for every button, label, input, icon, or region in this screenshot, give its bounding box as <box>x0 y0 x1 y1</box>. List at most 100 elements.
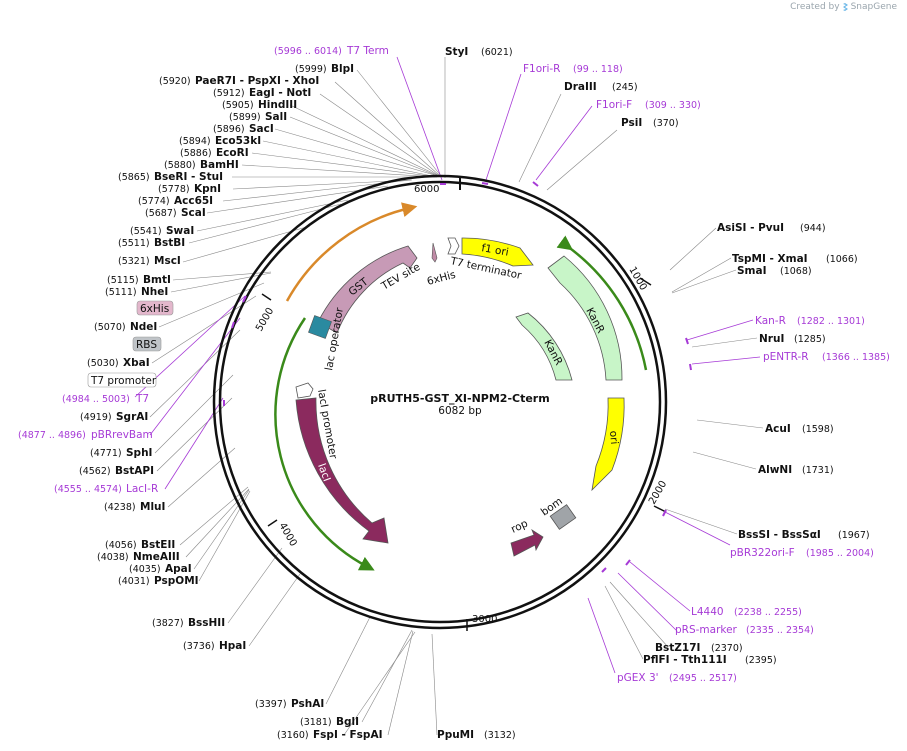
primer-t7: T7 <box>135 393 149 405</box>
site-tspmi-pos: (1066) <box>826 254 858 265</box>
site-styi: StyI <box>445 46 468 58</box>
site-ndei-pos: (5070) <box>94 322 126 333</box>
site-bgli: BglI <box>336 716 359 728</box>
site-nhei-pos: (5111) <box>105 287 137 298</box>
primer-f1ori-f: F1ori-F <box>596 99 632 111</box>
site-hpai: HpaI <box>219 640 246 652</box>
feature-lac-operator <box>308 315 332 339</box>
feature-ori <box>591 397 625 492</box>
green-arc-left <box>274 317 375 571</box>
site-sali-pos: (5899) <box>229 112 261 123</box>
site-draiii-pos: (245) <box>612 82 638 93</box>
feature-f1ori <box>461 237 534 267</box>
site-psii: PsiI <box>621 117 642 129</box>
site-ndei: NdeI <box>130 321 157 333</box>
credit-brand: SnapGene <box>850 2 897 12</box>
site-stui: BseRI - StuI <box>154 171 223 183</box>
feature-label-f1ori: f1 ori <box>480 242 509 259</box>
site-nrui: NruI <box>759 333 784 345</box>
site-bstbi-pos: (5511) <box>118 238 150 249</box>
leader-lines <box>149 57 764 736</box>
site-bsssi-pos: (1967) <box>838 530 870 541</box>
site-bsteii-pos: (4056) <box>105 540 137 551</box>
snapgene-credit: Created by SnapGene <box>790 2 897 12</box>
site-acui-pos: (1598) <box>802 424 834 435</box>
site-bstz17i-pos: (2370) <box>711 643 743 654</box>
primer-t7term-pos: (5996 .. 6014) <box>274 46 342 57</box>
primer-pbrrevbam-pos: (4877 .. 4896) <box>18 430 86 441</box>
site-bmti: BmtI <box>143 274 171 286</box>
primer-pentr-r-pos: (1366 .. 1385) <box>822 352 890 363</box>
site-pspomi-pos: (4031) <box>118 576 150 587</box>
site-alwni: AlwNI <box>758 464 792 476</box>
feature-kanr-inner <box>515 312 573 381</box>
primer-kan-r-pos: (1282 .. 1301) <box>797 316 865 327</box>
site-blpi-pos: (5999) <box>295 64 327 75</box>
boxed-labels: 6xHis RBS T7 promoter <box>87 300 174 388</box>
feature-laci <box>295 397 389 544</box>
feature-t7term <box>447 237 460 255</box>
primer-markers <box>223 181 692 573</box>
box-6xhis <box>136 300 174 316</box>
site-tspmi: TspMI - XmaI <box>732 253 808 265</box>
feature-gst <box>317 245 418 334</box>
site-ecori-pos: (5886) <box>180 148 212 159</box>
feature-bom <box>549 504 577 530</box>
site-kpni-pos: (5778) <box>158 184 190 195</box>
site-bstz17i: BstZ17I <box>655 642 700 654</box>
box-rbs-label: RBS <box>136 339 157 351</box>
site-apai-pos: (4035) <box>129 564 161 575</box>
site-sphi-pos: (4771) <box>90 448 122 459</box>
site-bstbi: BstBI <box>154 237 185 249</box>
site-pflfi-pos: (2395) <box>745 655 777 666</box>
site-kpni: KpnI <box>194 183 221 195</box>
site-swai: SwaI <box>166 225 194 237</box>
site-pspomi: PspOMI <box>154 575 199 587</box>
primer-pbr322ori-f: pBR322ori-F <box>730 547 795 559</box>
site-nmeaiii-pos: (4038) <box>97 552 129 563</box>
outer-arcs <box>274 202 648 571</box>
site-noti-pos: (5912) <box>213 88 245 99</box>
site-acc65i: Acc65I <box>174 195 213 207</box>
site-sphi: SphI <box>126 447 152 459</box>
box-t7promoter-label: T7 promoter <box>90 375 157 387</box>
primer-pbrrevbam: pBRrevBam <box>91 429 153 441</box>
site-eco53ki: Eco53kI <box>215 135 261 147</box>
site-bstapi-pos: (4562) <box>79 466 111 477</box>
plasmid-length: 6082 bp <box>438 405 482 417</box>
primer-prs-marker: pRS-marker <box>675 624 738 636</box>
site-psii-pos: (370) <box>653 118 679 129</box>
site-eco53ki-pos: (5894) <box>179 136 211 147</box>
primer-leader-lines <box>134 56 761 674</box>
site-swai-pos: (5541) <box>130 226 162 237</box>
site-ppumi-pos: (3132) <box>484 730 516 741</box>
site-bsteii: BstEII <box>141 539 175 551</box>
site-styi-pos: (6021) <box>481 47 513 58</box>
site-nhei: NheI <box>141 286 168 298</box>
primer-pbr322ori-f-pos: (1985 .. 2004) <box>806 548 874 559</box>
tick-6000: 6000 <box>414 184 439 195</box>
site-msci-pos: (5321) <box>118 256 150 267</box>
site-apai: ApaI <box>165 563 192 575</box>
feature-rop <box>510 528 544 557</box>
box-t7promoter <box>87 372 157 388</box>
site-bamhi: BamHI <box>200 159 239 171</box>
site-blpi: BlpI <box>331 63 354 75</box>
site-xhoi: PaeR7I - PspXI - XhoI <box>195 75 319 87</box>
site-nmeaiii: NmeAIII <box>133 551 180 563</box>
site-hindiii: HindIII <box>258 99 297 111</box>
site-xhoi-pos: (5920) <box>159 76 191 87</box>
site-draiii: DraIII <box>564 81 597 93</box>
site-hindiii-pos: (5905) <box>222 100 254 111</box>
tick-4000: 4000 <box>276 521 298 549</box>
site-labels: StyI (6021) (5999) BlpI (5920) PaeR7I - … <box>79 46 870 741</box>
site-alwni-pos: (1731) <box>802 465 834 476</box>
green-arc-right <box>556 235 648 371</box>
site-fspi: FspI - FspAI <box>313 729 383 741</box>
primer-pentr-r: pENTR-R <box>763 351 809 363</box>
site-bsshii: BssHII <box>188 617 225 629</box>
site-ppumi: PpuMI <box>437 729 474 741</box>
site-bgli-pos: (3181) <box>300 717 332 728</box>
site-bsssi: BssSI - BssSαI <box>738 529 821 541</box>
primer-t7term: T7 Term <box>346 45 389 57</box>
